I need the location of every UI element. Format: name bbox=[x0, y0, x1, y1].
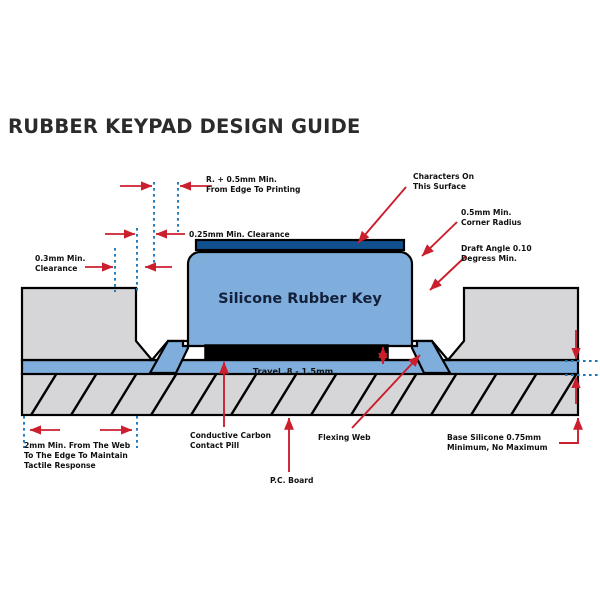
annotation-contact-pill-line1: Conductive Carbon bbox=[190, 431, 271, 440]
annotation-draft-angle-line1: Draft Angle 0.10 bbox=[461, 244, 532, 253]
annotation-web-to-edge-line3: Tactile Response bbox=[24, 461, 96, 470]
pcb-board-shape bbox=[20, 371, 580, 417]
annotation-flexing-web: Flexing Web bbox=[318, 354, 421, 442]
left-housing-block bbox=[20, 286, 155, 362]
key-top-print-strip bbox=[194, 238, 406, 252]
annotation-min-clearance-03-line1: 0.3mm Min. bbox=[35, 254, 85, 263]
right-housing-block bbox=[445, 286, 580, 362]
annotation-edge-to-printing-line2: From Edge To Printing bbox=[206, 185, 301, 194]
annotation-corner-radius: 0.5mm Min. Corner Radius bbox=[421, 208, 522, 257]
annotation-corner-radius-line1: 0.5mm Min. bbox=[461, 208, 511, 217]
annotation-characters-on-surface-line2: This Surface bbox=[413, 182, 466, 191]
annotation-min-clearance-025-line1: 0.25mm Min. Clearance bbox=[189, 230, 290, 239]
annotation-edge-to-printing-line1: R. + 0.5mm Min. bbox=[206, 175, 277, 184]
annotation-web-to-edge: 2mm Min. From The Web To The Edge To Mai… bbox=[24, 425, 133, 470]
annotation-edge-to-printing: R. + 0.5mm Min. From Edge To Printing bbox=[120, 175, 301, 194]
annotation-contact-pill-line2: Contact Pill bbox=[190, 441, 239, 450]
annotation-travel-label: Travel .8 - 1.5mm bbox=[253, 366, 333, 376]
annotation-min-clearance-03: 0.3mm Min. Clearance bbox=[35, 254, 172, 273]
annotation-draft-angle: Draft Angle 0.10 Degress Min. bbox=[429, 244, 532, 291]
annotation-base-silicone-line1: Base Silicone 0.75mm bbox=[447, 433, 541, 442]
annotation-base-silicone-line2: Minimum, No Maximum bbox=[447, 443, 548, 452]
annotation-flexing-web-line1: Flexing Web bbox=[318, 433, 371, 442]
annotation-web-to-edge-line1: 2mm Min. From The Web bbox=[24, 441, 131, 450]
key-body-label: Silicone Rubber Key bbox=[218, 291, 382, 307]
annotation-base-silicone: Base Silicone 0.75mm Minimum, No Maximum bbox=[447, 417, 583, 452]
guide-dotted-lines bbox=[23, 182, 600, 448]
annotation-corner-radius-line2: Corner Radius bbox=[461, 218, 522, 227]
annotation-pc-board: P.C. Board bbox=[270, 417, 313, 485]
annotation-min-clearance-03-line2: Clearance bbox=[35, 264, 77, 273]
annotation-contact-pill: Conductive Carbon Contact Pill bbox=[190, 361, 271, 450]
annotation-pc-board-line1: P.C. Board bbox=[270, 476, 313, 485]
page-title: RUBBER KEYPAD DESIGN GUIDE bbox=[8, 115, 361, 138]
annotation-web-to-edge-line2: To The Edge To Maintain bbox=[24, 451, 128, 460]
annotation-characters-on-surface: Characters On This Surface bbox=[357, 172, 474, 244]
silicone-key-body bbox=[148, 250, 452, 375]
annotation-characters-on-surface-line1: Characters On bbox=[413, 172, 474, 181]
annotation-min-clearance-025: 0.25mm Min. Clearance bbox=[105, 229, 290, 239]
annotation-draft-angle-line2: Degress Min. bbox=[461, 254, 517, 263]
annotation-travel: Travel .8 - 1.5mm bbox=[253, 346, 388, 376]
conductive-carbon-contact-pill bbox=[204, 344, 389, 360]
